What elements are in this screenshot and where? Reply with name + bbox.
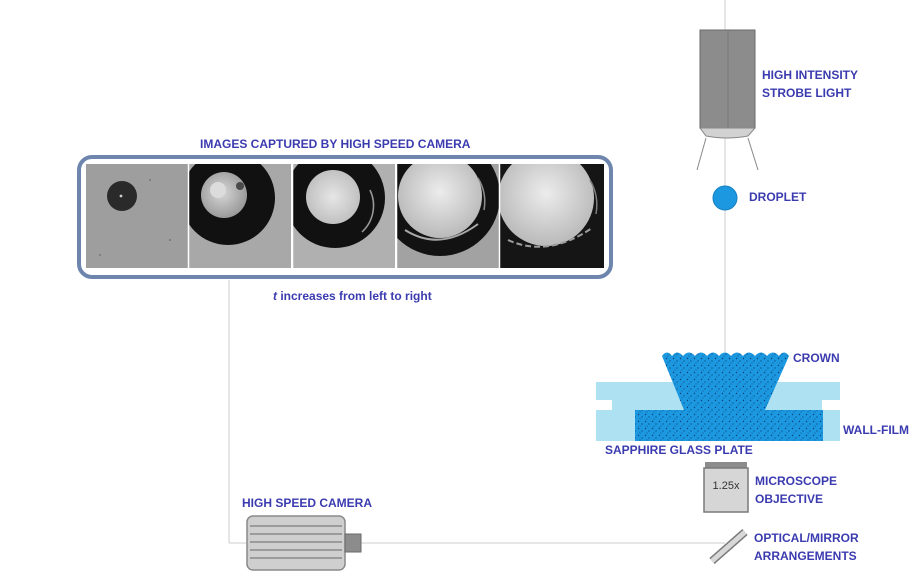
crown [662,352,789,410]
time-caption: t increases from left to right [273,287,432,305]
strobe-label-line1: HIGH INTENSITY [762,68,859,82]
captured-image-2 [189,164,291,268]
microscope-label-line2: OBJECTIVE [755,492,824,506]
mirror-label-line2: ARRANGEMENTS [754,549,857,563]
droplet-label: DROPLET [749,190,807,204]
mirror-label: OPTICAL/MIRROR ARRANGEMENTS [754,529,859,565]
strobe-label-line2: STROBE LIGHT [762,86,852,100]
camera-label: HIGH SPEED CAMERA [242,496,373,510]
sapphire-label: SAPPHIRE GLASS PLATE [605,443,753,457]
captured-image-3 [293,164,395,268]
objective-magnification: 1.25x [712,480,740,492]
mirror [709,528,748,565]
captured-image-5 [500,164,604,268]
high-speed-camera [246,515,362,571]
time-caption-text: increases from left to right [277,289,432,303]
sapphire-glass-plate [596,382,840,441]
time-symbol: t [273,289,277,303]
captured-image-4 [397,164,499,268]
strobe-light [696,29,759,171]
mirror-label-line1: OPTICAL/MIRROR [754,531,859,545]
droplet [712,185,738,211]
microscope-label: MICROSCOPE OBJECTIVE [755,472,837,508]
microscope-objective [703,462,749,513]
images-title: IMAGES CAPTURED BY HIGH SPEED CAMERA [200,137,471,151]
microscope-label-line1: MICROSCOPE [755,474,838,488]
captured-image-1 [86,164,188,268]
strobe-label: HIGH INTENSITY STROBE LIGHT [762,66,858,102]
crown-label: CROWN [793,351,840,365]
wall-film-label: WALL-FILM [843,423,909,437]
